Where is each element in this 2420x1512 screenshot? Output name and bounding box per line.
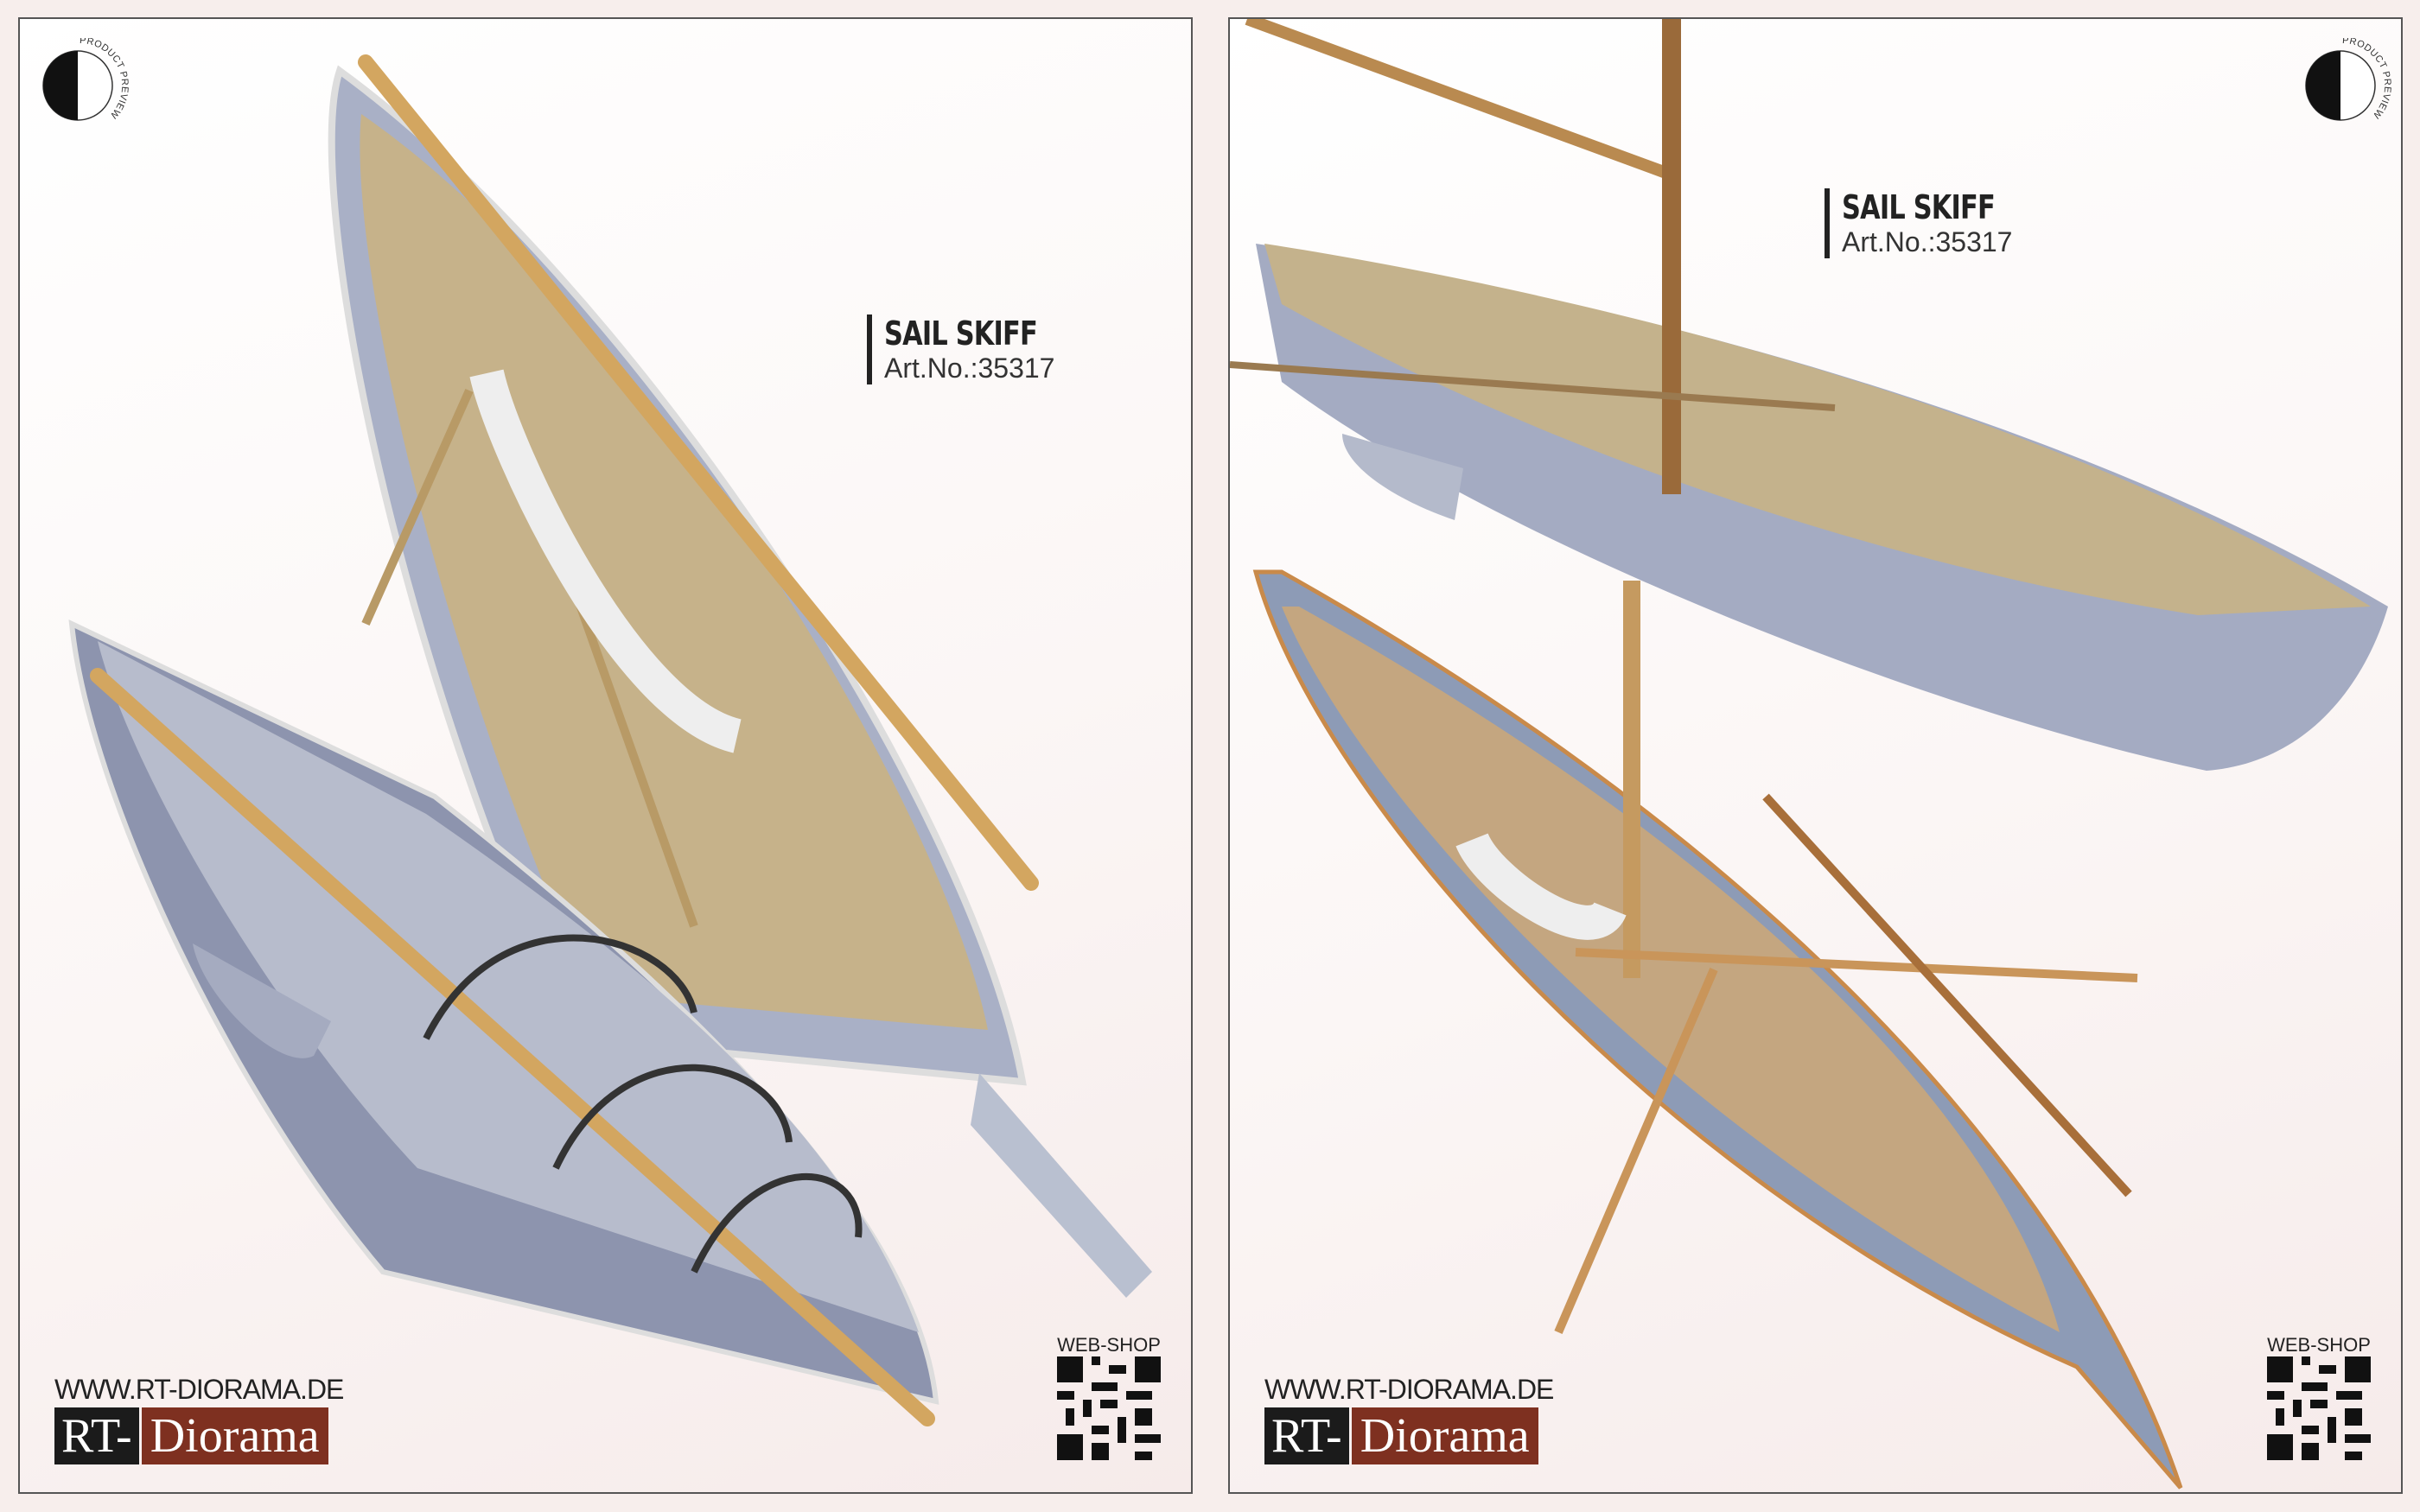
boat-render-sail-bottom — [1252, 569, 2183, 1490]
product-preview-card-right: PRODUCT PREVIEW SAIL SKIFF Art.No.:35317… — [1228, 17, 2403, 1494]
product-preview-card-left: PRODUCT PREVIEW SAIL SKIFF Art.No.:35317… — [18, 17, 1193, 1494]
web-shop-label: WEB-SHOP — [1057, 1334, 1161, 1356]
article-number: Art.No.:35317 — [884, 353, 1055, 384]
rt-diorama-logo: RT- Diorama — [1264, 1407, 1538, 1464]
product-name: SAIL SKIFF — [884, 314, 1038, 353]
product-preview-badge: PRODUCT PREVIEW — [42, 38, 130, 121]
product-title-block: SAIL SKIFF Art.No.:35317 — [867, 314, 1075, 384]
rt-diorama-logo: RT- Diorama — [54, 1407, 328, 1464]
logo-part-rt: RT- — [54, 1407, 139, 1464]
article-number: Art.No.:35317 — [1842, 226, 2013, 257]
website-url[interactable]: WWW.RT-DIORAMA.DE — [54, 1374, 344, 1405]
website-url[interactable]: WWW.RT-DIORAMA.DE — [1264, 1374, 1554, 1405]
product-preview-badge: PRODUCT PREVIEW — [2305, 38, 2392, 121]
boat-render-sail-top — [1230, 19, 2388, 771]
boat-render-top — [328, 54, 1152, 1298]
logo-part-rt: RT- — [1264, 1407, 1349, 1464]
logo-part-diorama: Diorama — [141, 1407, 328, 1464]
boat-render-bottom — [68, 619, 939, 1426]
product-title-block: SAIL SKIFF Art.No.:35317 — [1825, 188, 2033, 258]
product-name: SAIL SKIFF — [1842, 188, 1996, 226]
web-shop-qr-code[interactable] — [1057, 1356, 1161, 1460]
web-shop-label: WEB-SHOP — [2267, 1334, 2371, 1356]
web-shop-qr-code[interactable] — [2267, 1356, 2371, 1460]
logo-part-diorama: Diorama — [1351, 1407, 1538, 1464]
